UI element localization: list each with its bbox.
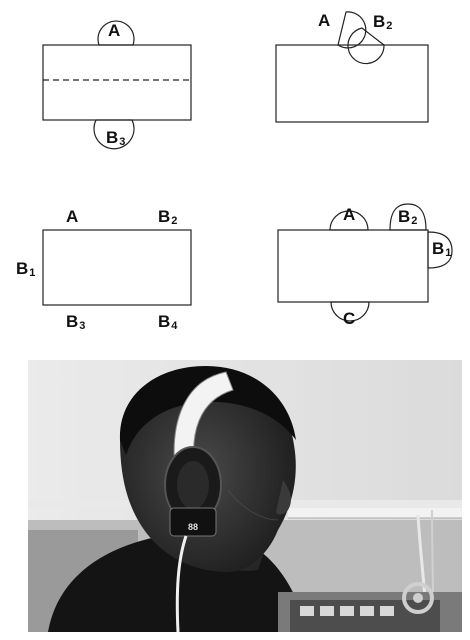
d4-label-top-a: A: [343, 205, 356, 224]
d2-label-right-text: B: [373, 12, 386, 31]
d4-right-semicircle: [427, 231, 453, 269]
d4-rectangle: [277, 229, 429, 303]
d2-label-left: A: [318, 11, 331, 30]
d3-label-top-right: B2: [158, 207, 178, 227]
d3-label-left: B1: [16, 259, 36, 279]
d4-bottom-semicircle: [330, 301, 370, 322]
d3-label-top-right-text: B: [158, 207, 171, 226]
headphone-label: 88: [188, 522, 198, 532]
d3-label-bottom-left: B3: [66, 312, 86, 332]
d1-label-bottom-text: B: [106, 128, 119, 147]
d3-label-left-sub: 1: [29, 267, 36, 279]
photo-boy-with-headphones: 88: [28, 360, 462, 632]
d3-label-bottom-right: B4: [158, 312, 178, 332]
d2-label-right: B2: [373, 12, 393, 32]
d4-label-right-text: B: [432, 239, 445, 258]
speaker-diagrams: A B3 A B2 A B2 B1 B3 B4 A B2 B1 C: [16, 11, 453, 332]
d1-top-semicircle: [97, 20, 135, 46]
d4-label-top-b-sub: 2: [411, 215, 418, 227]
d3-label-left-text: B: [16, 259, 29, 278]
d4-label-bottom: C: [343, 309, 356, 328]
diagram-shapes: [42, 11, 453, 322]
d4-top-semicircle: [329, 210, 369, 231]
d4-top-right-semicircle: [389, 203, 427, 231]
d3-label-top-left: A: [66, 207, 79, 226]
d3-label-bottom-right-text: B: [158, 312, 171, 331]
d1-label-bottom-sub: 3: [119, 136, 126, 148]
d3-label-bottom-right-sub: 4: [171, 320, 178, 332]
d1-bottom-semicircle: [93, 119, 135, 150]
d1-rectangle: [42, 44, 192, 121]
d3-label-bottom-left-text: B: [66, 312, 79, 331]
d4-label-top-b-text: B: [398, 207, 411, 226]
d2-right-tilted-circle: [347, 27, 385, 65]
d4-label-right: B1: [432, 239, 452, 259]
d3-rectangle: [42, 229, 192, 306]
d2-rectangle: [275, 44, 429, 123]
d3-label-bottom-left-sub: 3: [79, 320, 86, 332]
d2-left-tilted-circle: [337, 11, 367, 49]
photo-illustration: 88: [28, 360, 462, 632]
d4-label-top-b: B2: [398, 207, 418, 227]
d1-label-bottom: B3: [106, 128, 126, 148]
d1-label-top: A: [108, 21, 121, 40]
d2-label-right-sub: 2: [386, 20, 393, 32]
d4-label-right-sub: 1: [445, 247, 452, 259]
d3-label-top-right-sub: 2: [171, 215, 178, 227]
